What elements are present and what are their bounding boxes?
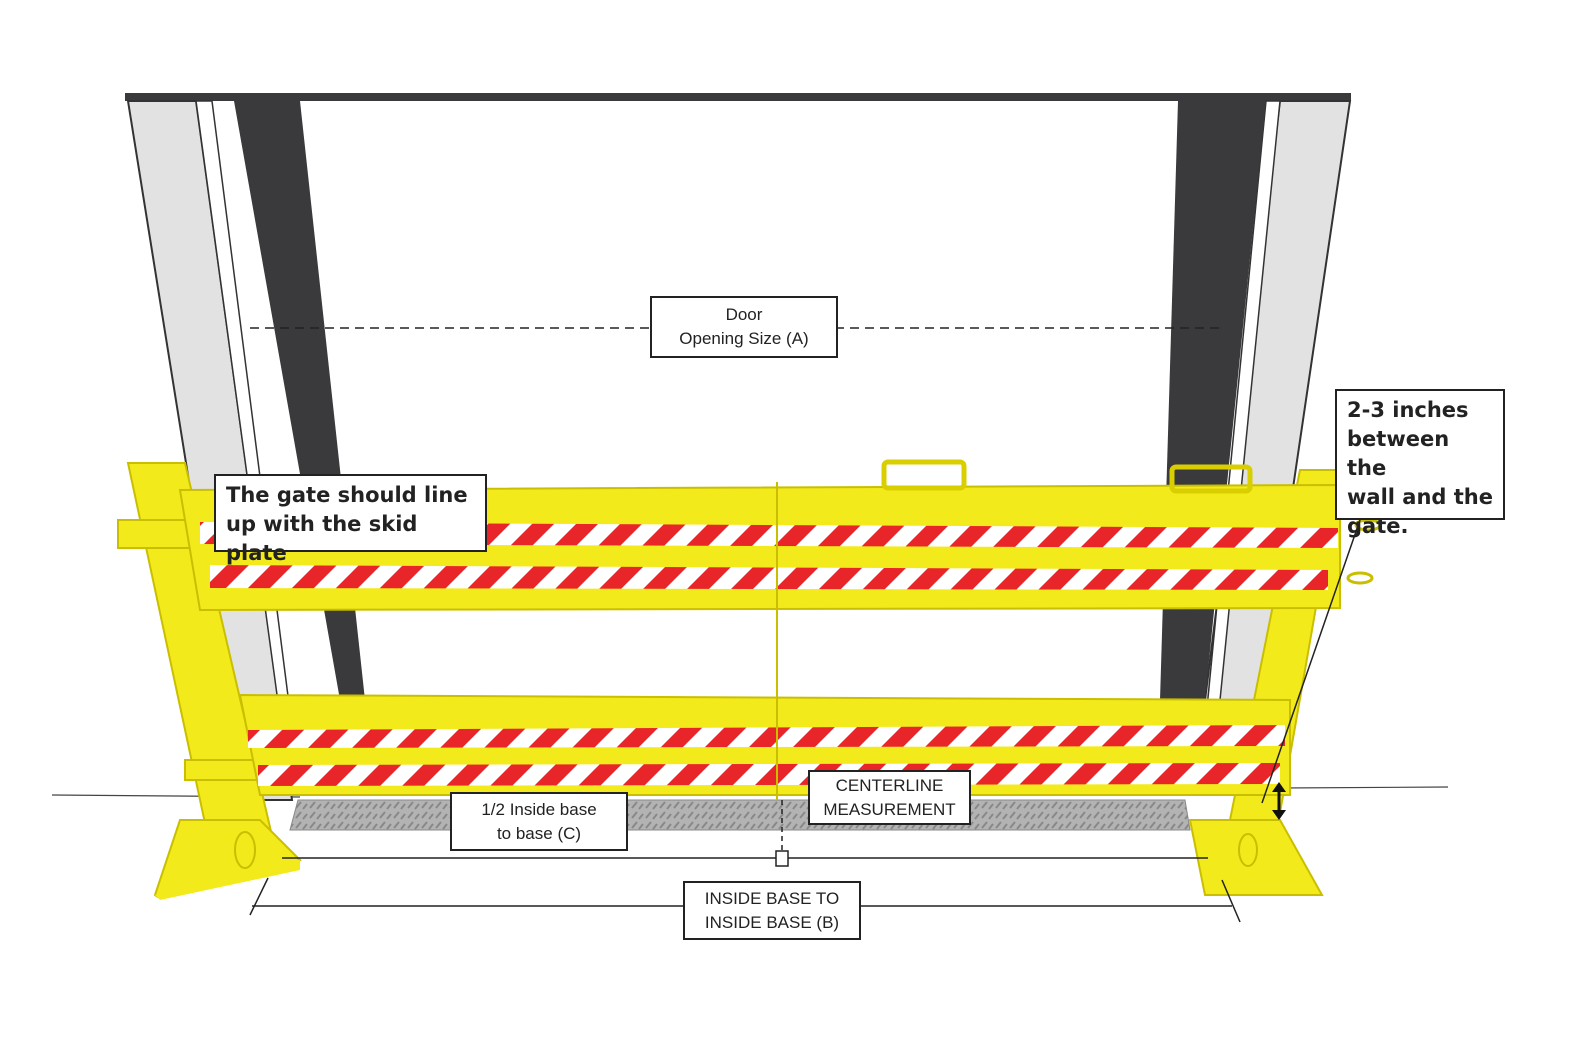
door-header xyxy=(125,93,1351,101)
inside-base-label: INSIDE BASE TO INSIDE BASE (B) xyxy=(683,881,861,940)
hazard-stripe xyxy=(258,763,1280,786)
skid-plate xyxy=(289,799,1191,831)
floor-line-right xyxy=(1279,786,1449,789)
door-frame-right xyxy=(1160,100,1352,781)
half-base-label: 1/2 Inside base to base (C) xyxy=(450,792,628,851)
vertical-double-arrow-icon xyxy=(1272,782,1286,820)
gate-alignment-note: The gate should line up with the skid pl… xyxy=(214,474,487,565)
hazard-stripe xyxy=(248,725,1285,748)
centerline-measurement-label: CENTERLINE MEASUREMENT xyxy=(808,770,971,825)
wall-gap-leader-line xyxy=(1261,519,1361,804)
square-marker-icon xyxy=(775,850,789,867)
gate-arm-lower xyxy=(238,693,1291,796)
hazard-stripe xyxy=(210,565,1328,590)
door-opening-label: Door Opening Size (A) xyxy=(650,296,838,358)
wall-gap-note: 2-3 inches between the wall and the gate… xyxy=(1335,389,1505,538)
